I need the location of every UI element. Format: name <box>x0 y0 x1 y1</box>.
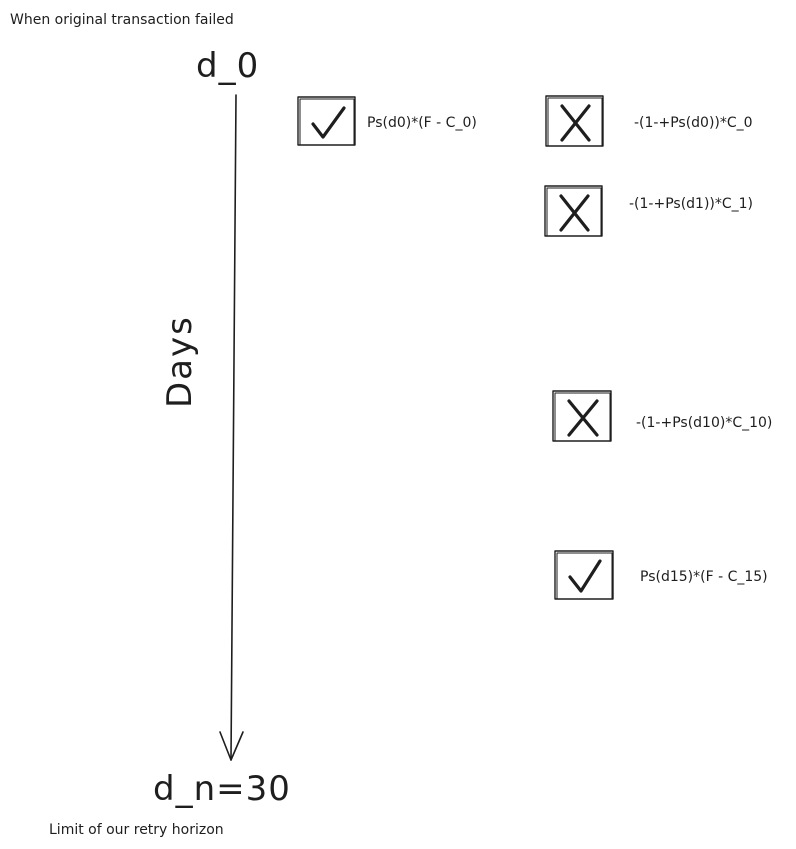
start-note: When original transaction failed <box>10 12 234 28</box>
outcome-formula: -(1-+Ps(d1))*C_1) <box>629 196 753 212</box>
x-icon <box>560 104 591 142</box>
checkmark-icon <box>311 106 346 139</box>
end-note: Limit of our retry horizon <box>49 822 224 838</box>
outcome-box-success <box>297 96 356 146</box>
end-day-label: d_n=30 <box>153 769 291 809</box>
outcome-box-failure <box>544 185 603 237</box>
outcome-formula: -(1-+Ps(d10)*C_10) <box>636 415 772 431</box>
outcome-formula: Ps(d15)*(F - C_15) <box>640 569 768 585</box>
outcome-box-success <box>554 550 614 600</box>
outcome-box-failure <box>545 95 604 147</box>
x-icon <box>559 194 590 232</box>
x-icon <box>567 399 599 437</box>
outcome-formula: Ps(d0)*(F - C_0) <box>367 115 477 131</box>
outcome-formula: -(1-+Ps(d0))*C_0 <box>634 115 753 131</box>
timeline-arrow <box>219 94 244 761</box>
start-day-label: d_0 <box>196 46 259 86</box>
checkmark-icon <box>568 559 602 593</box>
outcome-box-failure <box>552 390 612 442</box>
axis-label-days: Days <box>160 315 200 408</box>
